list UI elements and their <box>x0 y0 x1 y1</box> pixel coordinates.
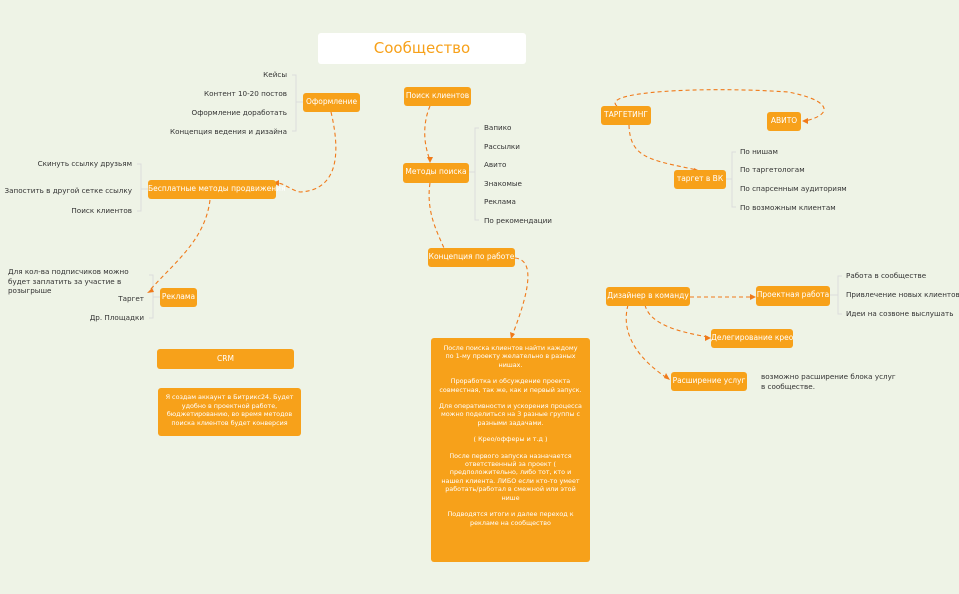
koncepcia-paragraph-6: Подводятся итоги и далее переход к рекла… <box>447 510 574 527</box>
leaf-besplatnye-1[interactable]: Скинуть ссылку друзьям <box>37 159 132 168</box>
leaf-proektnaya-1[interactable]: Работа в сообществе <box>846 271 927 280</box>
node-avito[interactable]: АВИТО <box>767 112 801 131</box>
node-targeting[interactable]: ТАРГЕТИНГ <box>601 106 651 125</box>
leaf-oformlenie-3[interactable]: Оформление доработать <box>191 108 287 117</box>
metody-bracket <box>474 127 479 221</box>
connector-metody-koncepcia <box>428 182 445 249</box>
koncepcia-paragraph-2: Проработка и обсуждение проекта совместн… <box>439 377 582 394</box>
page-title[interactable]: Сообщество <box>318 33 526 64</box>
leaf-oformlenie-1[interactable]: Кейсы <box>263 70 287 79</box>
node-crm[interactable]: CRM <box>157 349 294 369</box>
leaf-reklama-2[interactable]: Таргет <box>118 294 144 303</box>
node-koncepcia[interactable]: Концепция по работе <box>428 248 515 267</box>
node-metody[interactable]: Методы поиска <box>403 163 469 183</box>
node-reklama[interactable]: Реклама <box>160 288 197 307</box>
leaf-metody-6[interactable]: По рекомендации <box>484 216 552 225</box>
node-crm-note[interactable]: Я создам аккаунт в Битрикс24. Будет удоб… <box>158 388 301 436</box>
connector-targeting-vk <box>628 124 698 171</box>
leaf-metody-5[interactable]: Реклама <box>484 197 516 206</box>
node-koncepcia-text[interactable]: После поиска клиентов найти каждому по 1… <box>431 338 590 562</box>
target-vk-bracket <box>731 151 736 208</box>
arrowhead <box>802 118 808 124</box>
leaf-reklama-1[interactable]: Для кол-ва подписчиков можно будет запла… <box>8 267 129 295</box>
koncepcia-paragraph-5: После первого запуска назначается ответс… <box>441 451 580 502</box>
leaf-target-vk-2[interactable]: По таргетологам <box>740 165 805 174</box>
leaf-metody-1[interactable]: Вапико <box>484 123 512 132</box>
leaf-target-vk-3[interactable]: По спарсенным аудиториям <box>740 184 847 193</box>
node-target-vk[interactable]: таргет в ВК <box>674 170 726 189</box>
leaf-besplatnye-2[interactable]: Запостить в другой сетке ссылку <box>4 186 132 195</box>
connector-oformlenie-besplatnye <box>275 111 337 193</box>
leaf-metody-3[interactable]: Авито <box>484 160 507 169</box>
koncepcia-paragraph-1: После поиска клиентов найти каждому по 1… <box>443 344 578 369</box>
node-delegirovanie[interactable]: Делегирование крео <box>711 329 793 348</box>
leaf-metody-2[interactable]: Рассылки <box>484 142 520 151</box>
koncepcia-paragraph-4: ( Крео/офферы и т.д ) <box>473 435 548 444</box>
leaf-besplatnye-3[interactable]: Поиск клиентов <box>71 206 132 215</box>
connector-koncepcia-text <box>511 257 529 337</box>
leaf-rasshirenie-note[interactable]: возможно расширение блока услуг в сообще… <box>761 372 896 391</box>
oformlenie-bracket <box>292 74 297 132</box>
leaf-proektnaya-2[interactable]: Привлечение новых клиентов <box>846 290 959 299</box>
node-rasshirenie[interactable]: Расширение услуг <box>671 372 747 391</box>
koncepcia-paragraph-3: Для оперативности и ускорения процесса м… <box>439 402 582 427</box>
besplatnye-bracket <box>137 163 142 212</box>
connector-dizayner-rasshirenie <box>625 304 668 379</box>
leaf-target-vk-4[interactable]: По возможным клиентам <box>740 203 836 212</box>
node-proektnaya[interactable]: Проектная работа <box>756 286 830 306</box>
arrowhead <box>664 373 670 380</box>
node-poisk[interactable]: Поиск клиентов <box>404 87 471 106</box>
leaf-reklama-3[interactable]: Др. Площадки <box>89 313 144 322</box>
node-dizayner[interactable]: Дизайнер в команду <box>606 287 690 306</box>
node-oformlenie[interactable]: Оформление <box>303 93 360 112</box>
leaf-oformlenie-2[interactable]: Контент 10-20 постов <box>203 89 287 98</box>
connector-dizayner-delegirovanie <box>644 304 709 338</box>
leaf-oformlenie-4[interactable]: Концепция ведения и дизайна <box>169 127 287 136</box>
connector-poisk-metody <box>424 105 431 161</box>
node-besplatnye[interactable]: Бесплатные методы продвижения <box>148 180 285 199</box>
leaf-proektnaya-3[interactable]: Идеи на созвоне выслушать <box>846 309 954 318</box>
reklama-bracket <box>149 274 154 319</box>
arrowhead <box>147 288 154 293</box>
connector-besplatnye-reklama <box>149 199 211 291</box>
proektnaya-bracket <box>837 275 842 315</box>
leaf-metody-4[interactable]: Знакомые <box>484 179 522 188</box>
leaf-target-vk-1[interactable]: По нишам <box>740 147 778 156</box>
